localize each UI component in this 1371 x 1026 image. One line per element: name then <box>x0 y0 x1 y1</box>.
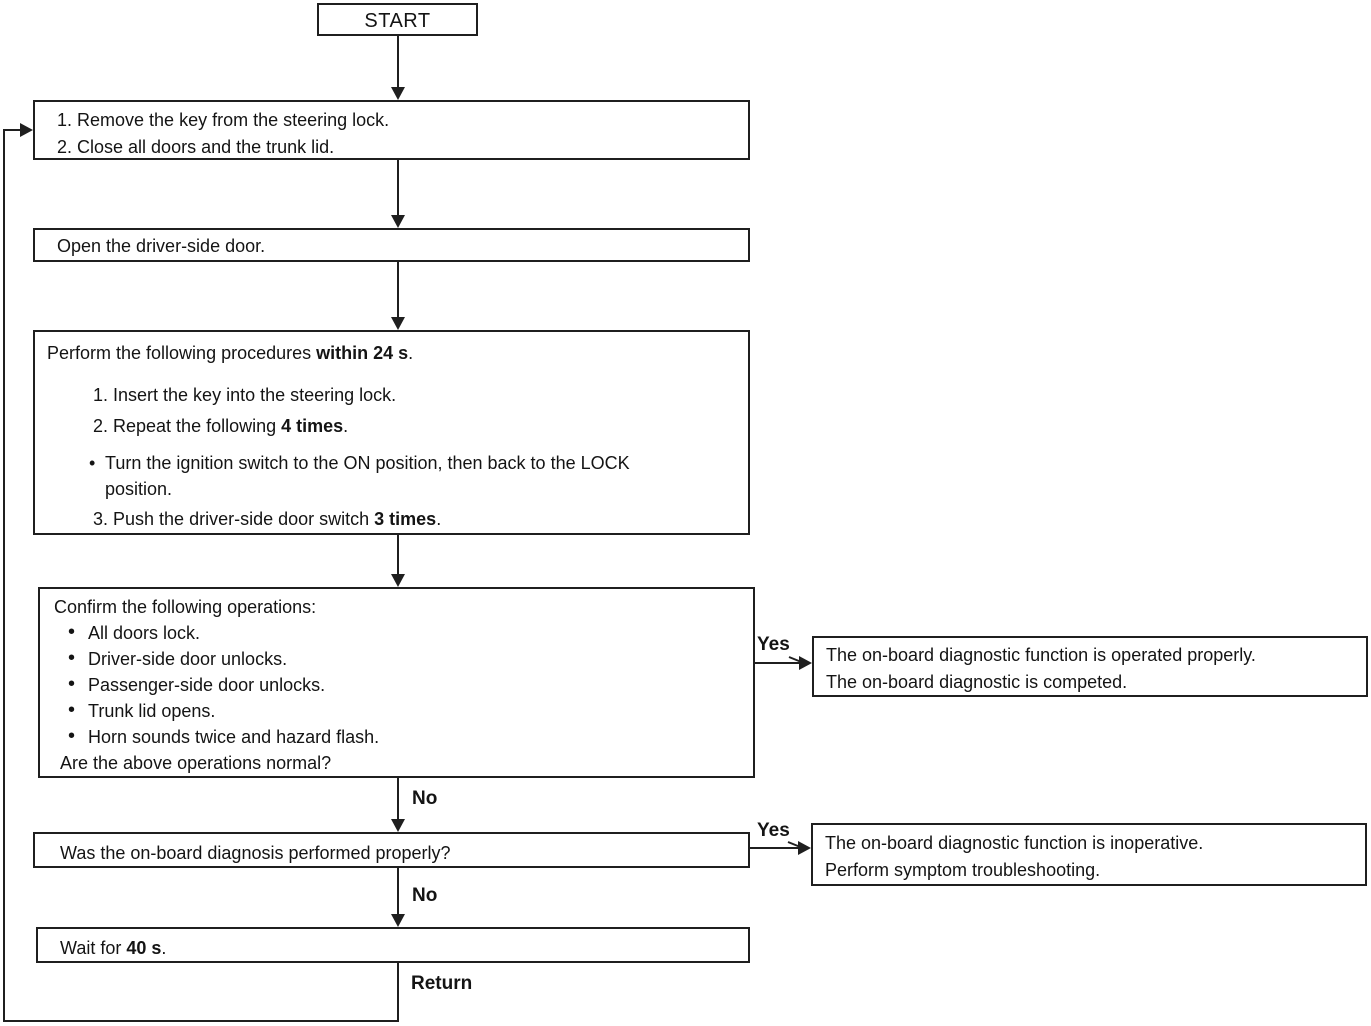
return-label: Return <box>411 973 473 994</box>
return-line-left <box>3 129 5 1022</box>
return-line-entry <box>3 129 21 131</box>
procedures-bullet-item: Turn the ignition switch to the ON posit… <box>88 450 738 502</box>
procedures-item-2-bold: 4 times <box>281 416 344 436</box>
connector-start-prepare <box>397 36 399 89</box>
procedures-intro-bold: within 24 s <box>316 343 409 363</box>
procedures-item-3: 3. Push the driver-side door switch 3 ti… <box>93 506 738 532</box>
confirm-bullet-4: Trunk lid opens. <box>66 697 743 724</box>
confirm-bullet-1: All doors lock. <box>66 619 743 646</box>
step-prepare-node: 1. Remove the key from the steering lock… <box>33 100 750 160</box>
procedures-item-2: 2. Repeat the following 4 times. <box>93 413 738 439</box>
connector-check-yes <box>750 847 798 849</box>
confirm-bullet-2-text: Driver-side door unlocks. <box>88 649 288 669</box>
step-procedures-node: Perform the following procedures within … <box>33 330 750 535</box>
no-label-confirm: No <box>412 788 438 809</box>
result-inoperative-line-1: The on-board diagnostic function is inop… <box>825 833 1204 853</box>
arrowhead-down-icon <box>391 574 405 587</box>
return-line-down <box>397 963 399 1022</box>
open-door-text: Open the driver-side door. <box>57 236 266 256</box>
no-label-check: No <box>412 885 438 906</box>
procedures-bullet-line-1: Turn the ignition switch to the ON posit… <box>105 453 630 473</box>
connector-check-wait <box>397 868 399 916</box>
procedures-item-2-post: . <box>343 416 349 436</box>
procedures-item-3-bold: 3 times <box>374 509 437 529</box>
connector-confirm-check <box>397 778 399 821</box>
arrowhead-down-icon <box>391 87 405 100</box>
prepare-line-1: 1. Remove the key from the steering lock… <box>57 110 390 130</box>
result-proper-line-1: The on-board diagnostic function is oper… <box>826 645 1256 665</box>
arrowhead-right-icon <box>798 841 811 855</box>
procedures-intro: Perform the following procedures within … <box>47 340 738 366</box>
wait-text: Wait for 40 s. <box>60 935 738 961</box>
confirm-operations-node: Confirm the following operations: All do… <box>38 587 755 778</box>
start-label: START <box>364 10 431 32</box>
wait-text-pre: Wait for <box>60 938 127 958</box>
arrowhead-right-icon <box>20 123 33 137</box>
start-node: START <box>317 3 478 36</box>
procedures-item-2-pre: 2. Repeat the following <box>93 416 282 436</box>
yes-label-check: Yes <box>757 820 790 841</box>
connector-confirm-yes <box>755 662 801 664</box>
connector-prepare-open <box>397 160 399 217</box>
confirm-bullet-3: Passenger-side door unlocks. <box>66 671 743 698</box>
arrowhead-down-icon <box>391 819 405 832</box>
connector-open-procedures <box>397 262 399 319</box>
wait-node: Wait for 40 s. <box>36 927 750 963</box>
confirm-bullet-2: Driver-side door unlocks. <box>66 645 743 672</box>
check-performed-node: Was the on-board diagnosis performed pro… <box>33 832 750 868</box>
return-line-bottom <box>3 1020 399 1022</box>
step-open-door-node: Open the driver-side door. <box>33 228 750 262</box>
result-proper-node: The on-board diagnostic function is oper… <box>812 636 1368 697</box>
yes-label-confirm: Yes <box>757 634 790 655</box>
result-inoperative-line-2: Perform symptom troubleshooting. <box>825 860 1101 880</box>
confirm-bullet-3-text: Passenger-side door unlocks. <box>88 675 326 695</box>
confirm-intro: Confirm the following operations: <box>54 597 317 617</box>
result-proper-line-2: The on-board diagnostic is competed. <box>826 672 1128 692</box>
confirm-question: Are the above operations normal? <box>60 753 332 773</box>
prepare-line-2: 2. Close all doors and the trunk lid. <box>57 137 335 157</box>
arrowhead-down-icon <box>391 914 405 927</box>
arrowhead-down-icon <box>391 317 405 330</box>
procedures-intro-post: . <box>408 343 414 363</box>
wait-text-post: . <box>161 938 167 958</box>
check-performed-text: Was the on-board diagnosis performed pro… <box>60 843 451 863</box>
procedures-intro-pre: Perform the following procedures <box>47 343 317 363</box>
arrowhead-down-icon <box>391 215 405 228</box>
confirm-bullet-1-text: All doors lock. <box>88 623 201 643</box>
procedures-item-3-post: . <box>436 509 442 529</box>
procedures-item-3-pre: 3. Push the driver-side door switch <box>93 509 375 529</box>
result-inoperative-node: The on-board diagnostic function is inop… <box>811 823 1367 886</box>
arrowhead-right-icon <box>799 656 812 670</box>
confirm-bullet-5: Horn sounds twice and hazard flash. <box>66 723 743 750</box>
procedures-bullet-line-2: position. <box>105 479 173 499</box>
wait-text-bold: 40 s <box>126 938 162 958</box>
connector-procedures-confirm <box>397 535 399 576</box>
confirm-bullet-5-text: Horn sounds twice and hazard flash. <box>88 727 380 747</box>
procedures-item-1: 1. Insert the key into the steering lock… <box>93 385 397 405</box>
confirm-bullet-4-text: Trunk lid opens. <box>88 701 216 721</box>
